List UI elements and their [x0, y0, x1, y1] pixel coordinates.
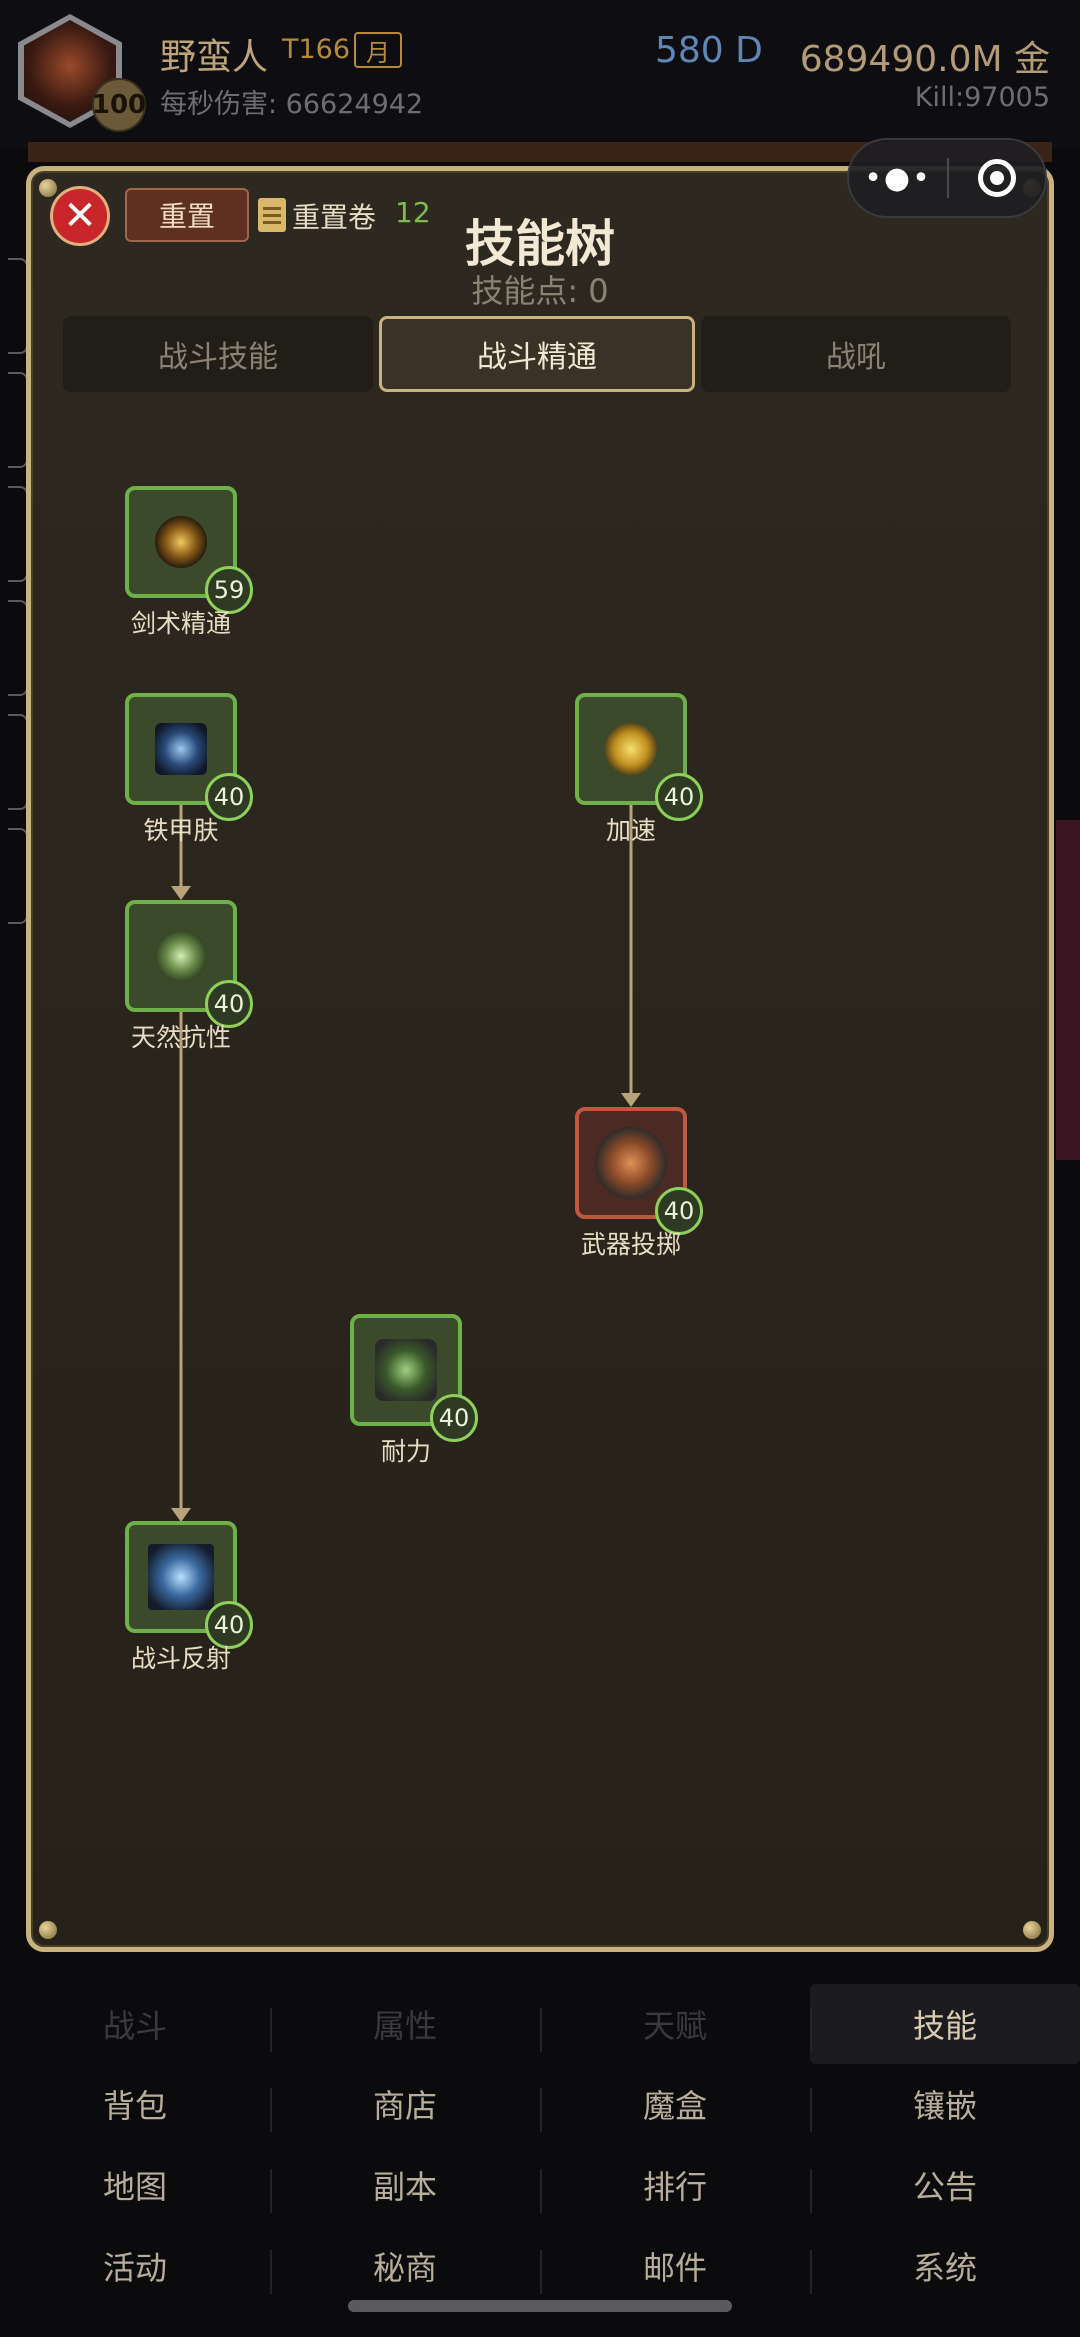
- capsule-divider: [947, 158, 949, 198]
- level-badge: 100: [92, 78, 146, 132]
- endurance-icon: [375, 1339, 437, 1401]
- background-slot: [8, 714, 28, 810]
- skill-name: 战斗反射: [130, 1644, 231, 1673]
- player-name: 野蛮人: [160, 37, 269, 78]
- reset-scroll-count: 12: [395, 196, 431, 229]
- nav-mail[interactable]: 邮件: [540, 2226, 810, 2306]
- skill-node-natural-resistance[interactable]: 40: [125, 900, 253, 1028]
- nav-dungeon[interactable]: 副本: [270, 2145, 540, 2225]
- player-header: 100 野蛮人 T166 月 每秒伤害: 66624942 580 D 6894…: [0, 0, 1080, 148]
- tier-label: T166: [282, 34, 351, 65]
- target-icon: [977, 159, 1016, 197]
- skill-name: 加速: [605, 816, 656, 845]
- corner-rivet-icon: [39, 179, 57, 197]
- skill-level-badge: 40: [655, 773, 703, 821]
- skill-category-tabs: 战斗技能 战斗精通 战吼: [63, 316, 1011, 392]
- nav-row-3: 地图 副本 排行 公告: [0, 2145, 1080, 2225]
- nav-announcement[interactable]: 公告: [810, 2145, 1080, 2225]
- background-slot: [8, 372, 28, 468]
- skill-points: 技能点: 0: [471, 272, 609, 310]
- skill-name: 铁甲肤: [143, 816, 219, 845]
- close-icon: ✕: [63, 193, 97, 239]
- reflex-icon: [148, 1544, 214, 1610]
- nav-row-4: 活动 秘商 邮件 系统: [0, 2226, 1080, 2306]
- currency-d: 580 D: [655, 30, 763, 71]
- kill-count: Kill:97005: [914, 82, 1050, 113]
- nav-battle[interactable]: 战斗: [102, 2007, 167, 2045]
- nav-attributes[interactable]: 属性: [270, 1984, 540, 2064]
- skill-node-endurance[interactable]: 40: [350, 1314, 478, 1442]
- skill-name: 耐力: [380, 1437, 431, 1466]
- nav-ranking[interactable]: 排行: [540, 2145, 810, 2225]
- skill-tree-panel: [26, 166, 1054, 1952]
- nav-inlay[interactable]: 镶嵌: [810, 2064, 1080, 2144]
- reset-button[interactable]: 重置: [125, 188, 249, 242]
- exit-button[interactable]: [949, 140, 1045, 216]
- skill-node-weapon-throw[interactable]: 40: [575, 1107, 703, 1235]
- nav-talent[interactable]: 天赋: [540, 1984, 810, 2064]
- background-slot: [8, 486, 28, 582]
- nav-backpack[interactable]: 背包: [102, 2087, 167, 2125]
- nav-shop[interactable]: 商店: [270, 2064, 540, 2144]
- reset-scroll-label: 重置卷: [292, 201, 377, 234]
- skill-level-badge: 59: [205, 566, 253, 614]
- more-options-icon[interactable]: •●•: [864, 160, 932, 196]
- home-indicator[interactable]: [348, 2300, 732, 2312]
- resistance-icon: [155, 930, 207, 982]
- nav-row-2: 背包 商店 魔盒 镶嵌: [0, 2064, 1080, 2144]
- skill-node-iron-skin[interactable]: 40: [125, 693, 253, 821]
- corner-rivet-icon: [39, 1921, 57, 1939]
- skill-level-badge: 40: [205, 773, 253, 821]
- bottom-navigation: 战斗 属性 天赋 技能 背包 商店 魔盒 镶嵌 地图 副本 排行 公告 活动 秘…: [0, 1982, 1080, 2337]
- sword-icon: [155, 516, 207, 568]
- nav-magic-box[interactable]: 魔盒: [540, 2064, 810, 2144]
- nav-row-1: 战斗 属性 天赋 技能: [0, 1984, 1080, 2064]
- skill-name: 剑术精通: [130, 609, 231, 638]
- axe-icon: [595, 1127, 667, 1199]
- shield-icon: [155, 723, 207, 775]
- month-card-badge[interactable]: 月: [354, 32, 402, 68]
- skill-node-haste[interactable]: 40: [575, 693, 703, 821]
- skill-level-badge: 40: [655, 1187, 703, 1235]
- background-decoration: [1056, 820, 1080, 1160]
- tab-combat-skills[interactable]: 战斗技能: [63, 316, 373, 392]
- skill-node-combat-reflexes[interactable]: 40: [125, 1521, 253, 1649]
- skill-node-sword-mastery[interactable]: 59: [125, 486, 253, 614]
- tab-warcry[interactable]: 战吼: [701, 316, 1011, 392]
- panel-title: 技能树: [465, 215, 615, 273]
- lightning-icon: [605, 723, 657, 775]
- dps-text: 每秒伤害: 66624942: [160, 89, 424, 120]
- nav-map[interactable]: 地图: [102, 2168, 167, 2206]
- skill-level-badge: 40: [205, 980, 253, 1028]
- miniprogram-capsule: •●•: [847, 138, 1047, 218]
- nav-system[interactable]: 系统: [810, 2226, 1080, 2306]
- skill-level-badge: 40: [205, 1601, 253, 1649]
- nav-skills[interactable]: 技能: [810, 1984, 1080, 2064]
- nav-events[interactable]: 活动: [102, 2249, 167, 2287]
- background-slot: [8, 600, 28, 696]
- background-banner: [28, 142, 1052, 162]
- background-slot: [8, 828, 28, 924]
- corner-rivet-icon: [1023, 1921, 1041, 1939]
- nav-secret-merchant[interactable]: 秘商: [270, 2226, 540, 2306]
- close-button[interactable]: ✕: [50, 186, 110, 246]
- gold-amount: 689490.0M 金: [799, 39, 1050, 80]
- reset-scroll-icon: [258, 198, 286, 232]
- tab-combat-mastery[interactable]: 战斗精通: [379, 316, 695, 392]
- skill-name: 武器投掷: [580, 1230, 681, 1259]
- skill-level-badge: 40: [430, 1394, 478, 1442]
- skill-name: 天然抗性: [130, 1023, 231, 1052]
